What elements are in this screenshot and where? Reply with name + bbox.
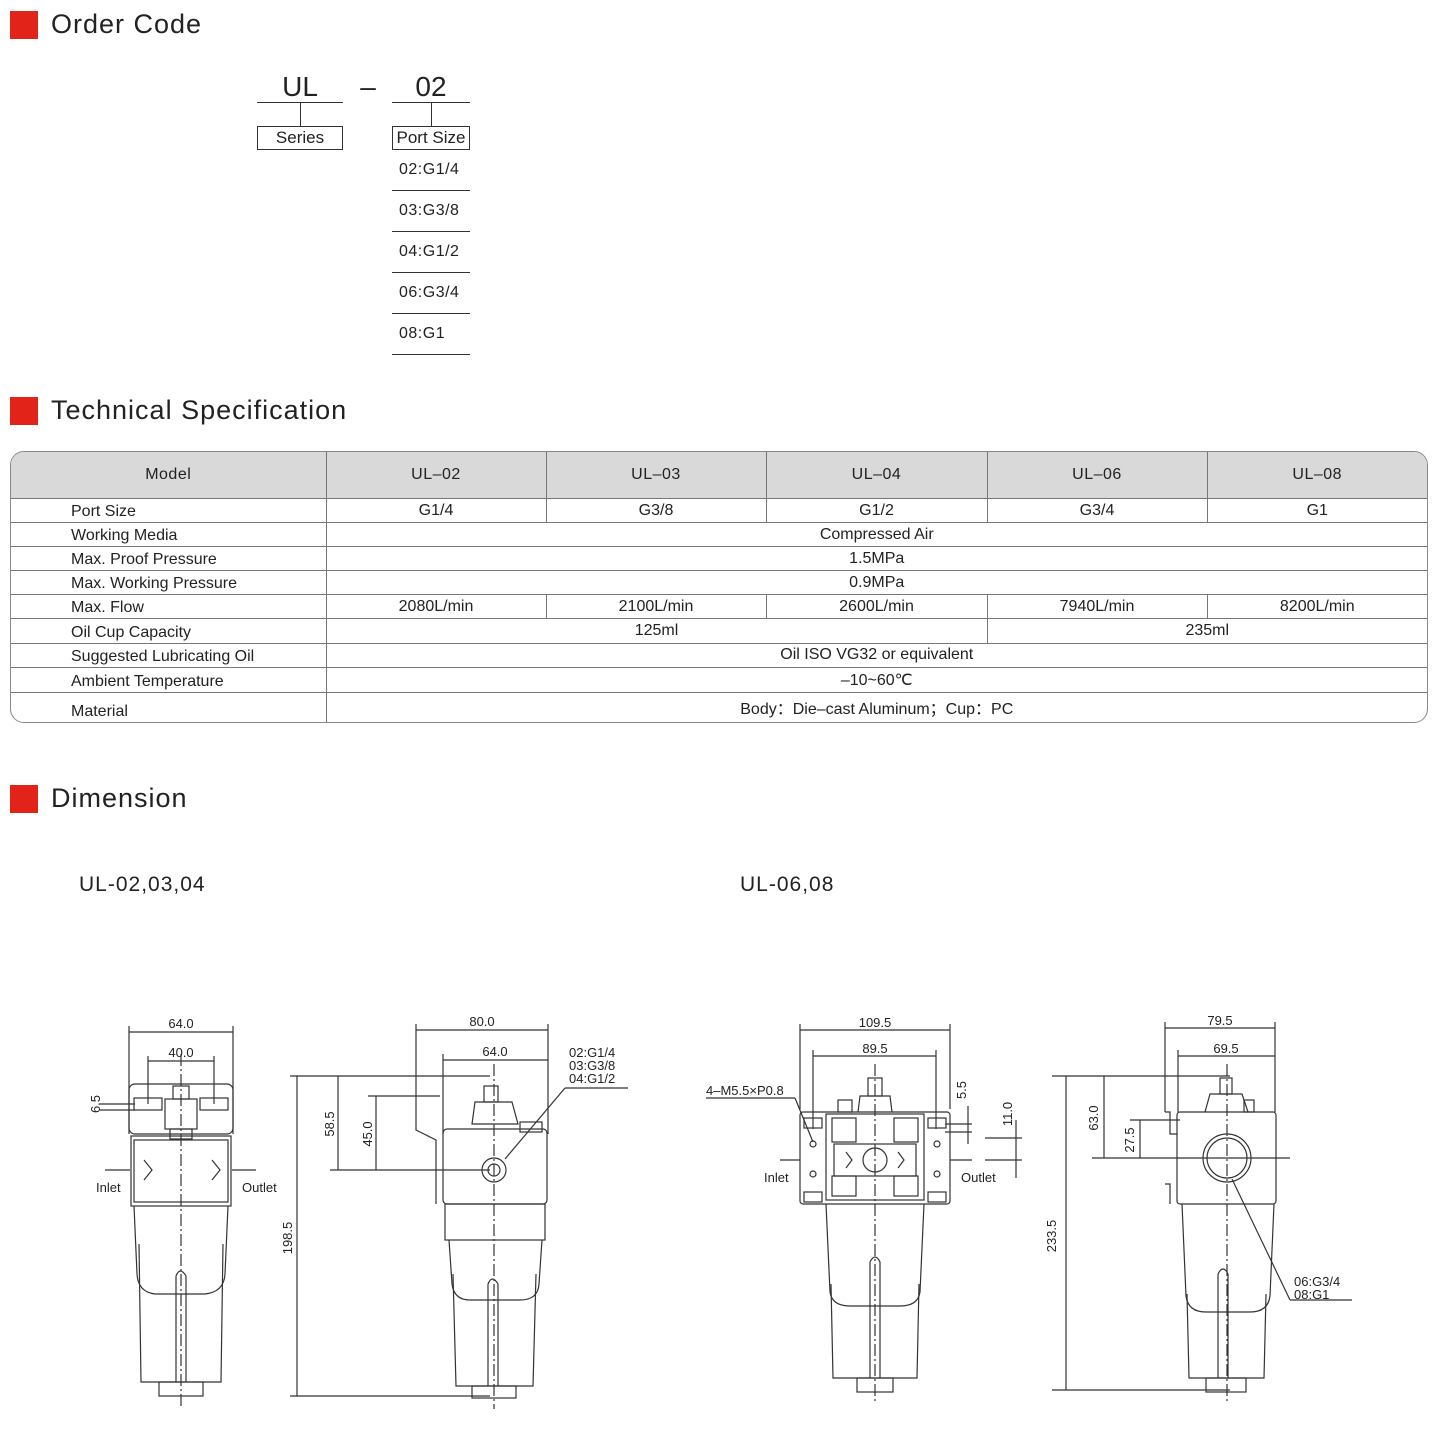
port-note: 08:G1: [1294, 1287, 1329, 1302]
table-cell: 235ml: [986, 618, 1427, 644]
header-cell: UL–04: [765, 452, 988, 499]
table-cell: G1/4: [325, 497, 547, 524]
table-cell: G1: [1206, 497, 1427, 524]
table-cell: G1/2: [765, 497, 988, 524]
dim-text: 109.5: [859, 1015, 892, 1030]
dim-text: 11.0: [1000, 1102, 1015, 1126]
row-label: Ambient Temperature: [11, 666, 327, 693]
dim-text: 89.5: [862, 1041, 887, 1056]
row-label: Oil Cup Capacity: [11, 618, 327, 644]
spec-table: Model UL–02 UL–03 UL–04 UL–06 UL–08 Port…: [10, 451, 1428, 723]
header-cell: UL–03: [545, 452, 767, 499]
port-note: 02:G1/4: [569, 1045, 615, 1060]
dimension-title-small: UL-02,03,04: [79, 873, 206, 896]
table-cell: 2600L/min: [765, 594, 988, 620]
dim-text: 198.5: [280, 1222, 295, 1255]
section-title: Technical Specification: [51, 395, 348, 425]
port-option: 04:G1/2: [392, 232, 470, 273]
table-cell: 2080L/min: [325, 594, 547, 620]
section-title: Order Code: [51, 9, 203, 39]
dim-text: 79.5: [1207, 1013, 1232, 1028]
dim-text: 64.0: [168, 1016, 193, 1031]
header-cell: UL–06: [986, 452, 1208, 499]
table-cell: –10~60℃: [325, 666, 1427, 693]
dimension-drawings: 64.0 40.0 6.5 Inlet Outlet 80.0 64.0 58.…: [88, 1013, 1352, 1409]
port-note: 03:G3/8: [569, 1058, 615, 1073]
table-row: Suggested Lubricating Oil Oil ISO VG32 o…: [11, 642, 1427, 668]
section-marker-icon: [10, 396, 38, 425]
table-row: Max. Flow 2080L/min 2100L/min 2600L/min …: [11, 594, 1427, 620]
table-cell: 125ml: [325, 618, 988, 644]
section-title: Dimension: [51, 783, 188, 813]
dim-text: 6.5: [88, 1095, 103, 1113]
port-note: 06:G3/4: [1294, 1274, 1340, 1289]
dimension-heading: Dimension: [10, 783, 188, 814]
table-cell: Oil ISO VG32 or equivalent: [325, 642, 1427, 668]
row-label: Suggested Lubricating Oil: [11, 642, 327, 668]
table-row: Ambient Temperature –10~60℃: [11, 666, 1427, 693]
table-cell: G3/8: [545, 497, 767, 524]
row-label: Max. Flow: [11, 594, 327, 620]
table-cell: Compressed Air: [325, 522, 1427, 548]
table-row: Port Size G1/4 G3/8 G1/2 G3/4 G1: [11, 497, 1427, 524]
dim-text: 40.0: [168, 1045, 193, 1060]
table-row: Oil Cup Capacity 125ml 235ml: [11, 618, 1427, 644]
dim-text: 63.0: [1086, 1105, 1101, 1130]
inlet-label: Inlet: [764, 1170, 789, 1185]
table-cell: 2100L/min: [545, 594, 767, 620]
outlet-label: Outlet: [242, 1180, 277, 1195]
table-row: Max. Working Pressure 0.9MPa: [11, 570, 1427, 596]
table-row: Working Media Compressed Air: [11, 522, 1427, 548]
row-label: Material: [11, 691, 327, 722]
dim-text: 5.5: [954, 1081, 969, 1099]
dimension-title-large: UL-06,08: [740, 873, 835, 896]
dim-text: 27.5: [1122, 1127, 1137, 1152]
port-connector: [431, 102, 432, 126]
port-option: 08:G1: [392, 314, 470, 355]
inlet-label: Inlet: [96, 1180, 121, 1195]
port-option: 06:G3/4: [392, 273, 470, 314]
row-label: Max. Working Pressure: [11, 570, 327, 596]
table-cell: 0.9MPa: [325, 570, 1427, 596]
dim-text: 45.0: [360, 1121, 375, 1146]
outlet-label: Outlet: [961, 1170, 996, 1185]
table-cell: 1.5MPa: [325, 546, 1427, 572]
row-label: Port Size: [11, 497, 327, 524]
table-cell: Body：Die–cast Aluminum；Cup：PC: [325, 691, 1427, 722]
section-marker-icon: [10, 784, 38, 813]
table-cell: 7940L/min: [986, 594, 1208, 620]
row-label: Working Media: [11, 522, 327, 548]
table-cell: G3/4: [986, 497, 1208, 524]
dim-text: 233.5: [1044, 1220, 1059, 1253]
row-label: Max. Proof Pressure: [11, 546, 327, 572]
port-note: 04:G1/2: [569, 1071, 615, 1086]
large-side-view: 79.5 69.5 63.0 27.5 233.5 06:G3/4 08:G1: [1044, 1013, 1352, 1404]
table-row: Material Body：Die–cast Aluminum；Cup：PC: [11, 691, 1427, 722]
dim-text: 58.5: [322, 1111, 337, 1136]
port-code: 02: [415, 71, 447, 102]
port-option: 02:G1/4: [392, 150, 470, 191]
code-dash: –: [360, 71, 376, 102]
small-side-view: 80.0 64.0 58.5 45.0 198.5 02:G1/4 03:G3/…: [280, 1014, 628, 1409]
port-option: 03:G3/8: [392, 191, 470, 232]
series-connector: [300, 102, 301, 126]
dim-text: 80.0: [469, 1014, 494, 1029]
bolt-note: 4–M5.5×P0.8: [706, 1083, 784, 1098]
dim-text: 64.0: [482, 1044, 507, 1059]
small-front-view: 64.0 40.0 6.5 Inlet Outlet: [88, 1016, 277, 1409]
header-cell: UL–08: [1206, 452, 1427, 499]
section-marker-icon: [10, 10, 38, 39]
header-cell: UL–02: [325, 452, 547, 499]
tech-spec-heading: Technical Specification: [10, 395, 347, 426]
header-cell: Model: [11, 452, 327, 499]
dim-text: 69.5: [1213, 1041, 1238, 1056]
port-size-label-box: Port Size: [392, 126, 470, 150]
series-label-box: Series: [257, 126, 343, 150]
table-cell: 8200L/min: [1206, 594, 1427, 620]
table-header-row: Model UL–02 UL–03 UL–04 UL–06 UL–08: [11, 452, 1427, 499]
order-code-heading: Order Code: [10, 9, 202, 40]
table-row: Max. Proof Pressure 1.5MPa: [11, 546, 1427, 572]
large-front-view: 109.5 89.5 4–M5.5×P0.8 5.5 11.0 Inlet Ou…: [706, 1015, 1022, 1404]
series-code: UL: [282, 71, 318, 102]
